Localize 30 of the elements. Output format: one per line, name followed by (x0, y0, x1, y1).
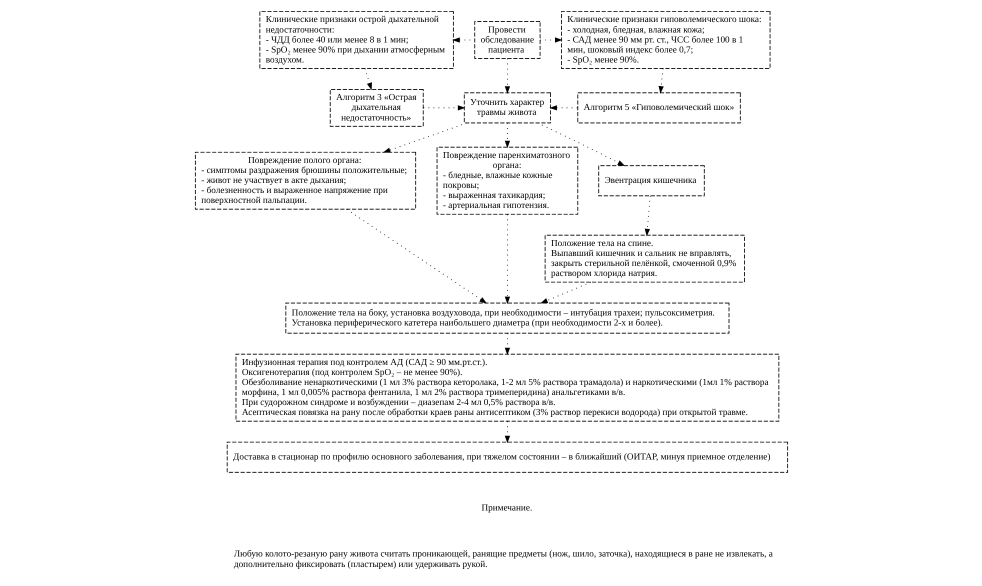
node-box: Клинические признаки гиповолемического шока: - холодная, бледная, влажная кожа; - САД менее 90 мм рт. ст., ЧСС более 100 в 1 мин, шоковый индекс более 0,7; - SpO₂ менее 90%. (560, 11, 770, 69)
arrow (536, 122, 625, 166)
label: Примечание. (480, 502, 532, 513)
node-box: Доставка в стационар по профилю основного заболевания, при тяжелом состоянии – в ближайший (ОИТАР, минуя приемное отделение) (226, 442, 788, 473)
label: Любую колото-резаную рану живота считать проникающей, ранящие предметы (нож, шило, заточка), находящиеся в ране не извлекать, а дополнительно фиксировать (пластырем) или удерживать рукой. (233, 548, 772, 569)
node-box: Провести обследование пациента (474, 21, 540, 59)
node-box: Клинические признаки острой дыхательной недостаточности: - ЧДД более 40 или менее 8 в 1 мин; - SpO₂ менее 90% при дыхании атмосферным воздухом. (258, 11, 454, 69)
node-box: Эвентрация кишечника (598, 165, 704, 196)
arrow (504, 58, 510, 94)
node-box: Повреждение полого органа: - симптомы раздражения брюшины положительные; - живот не участвует в акте дыхания; - болезненность и выраженное напряжение при поверхностной пальпации. (194, 152, 416, 210)
arrow (504, 332, 510, 356)
node-box: Алгоритм 3 «Острая дыхательная недостаточность» (329, 89, 424, 127)
node-box: Положение тела на боку, установка воздуховода, при необходимости – интубация трахеи; пульсоксиметрия. Установка периферического катетера наибольшего диаметра (при необходимости 2-х и более). (284, 302, 729, 334)
arrow (504, 420, 510, 444)
arrow (540, 282, 591, 304)
arrow (548, 105, 578, 110)
node-box: Инфузионная терапия под контролем АД (САД ≥ 90 мм.рт.ст.). Оксигенотерапия (под контролем SpO₂ – не менее 90%). Обезболивание ненаркотическими (1 мл 3% раствора кеторолака, 1-2 мл 5% раствора трамадола) и наркотическими (1мл 1% раствора морфина, 1 мл 0,005% раствора фентанила, 1 мл 2% раствора тримеперидина) анальгетиками в/в. При судорожном синдроме и возбуждении – диазепам 2-4 мл 0,5% раствора в/в. Асептическая повязка на рану после обработки краев раны антисептиком (3% раствор перекиси водорода) при открытой травме. (235, 354, 779, 422)
arrow (644, 196, 650, 236)
arrow (658, 68, 664, 94)
arrow (422, 105, 465, 110)
node-box: Положение тела на спине. Выпавший кишечник и сальник не вправлять, закрыть стерильной пелёнкой, смоченной 0,9% раствором хлорида натрия. (544, 234, 744, 283)
arrow (504, 214, 510, 304)
node-box: Повреждение паренхиматозного органа: - бледные, влажные кожные покровы; - выраженная тахикардия; - артериальная гипотензия. (436, 146, 578, 215)
node-box: Уточнить характер травмы живота (463, 92, 550, 124)
arrow (539, 37, 562, 43)
node-box: Алгоритм 5 «Гиповолемический шок» (576, 92, 740, 124)
arrow (364, 68, 372, 90)
arrow (346, 208, 487, 304)
arrow (504, 122, 510, 148)
arrow (382, 122, 467, 153)
